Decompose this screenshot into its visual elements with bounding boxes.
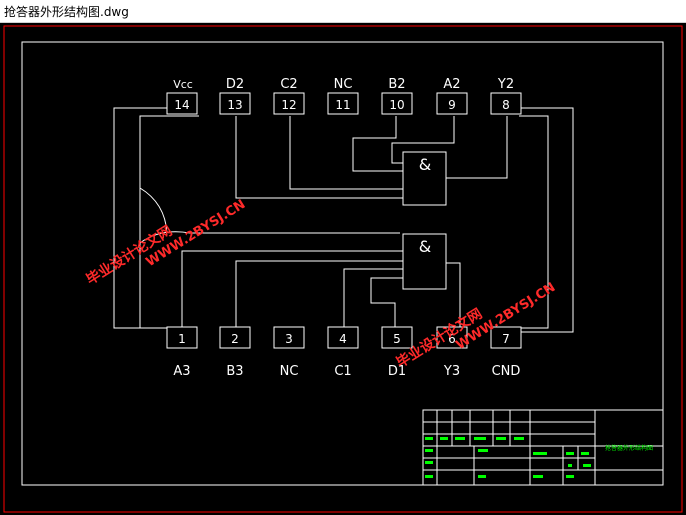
- pin-5-number: 5: [393, 332, 401, 346]
- drawing-canvas[interactable]: 14 13 12 11 10 9 8 Vcc D2 C2 NC B2 A2 Y2…: [0, 23, 686, 515]
- circuit-wires: [113, 107, 574, 333]
- pin-5-box: [381, 326, 413, 349]
- pin-1-number: 1: [178, 332, 186, 346]
- pin-8-label: Y2: [497, 77, 514, 92]
- pin-7-number: 7: [502, 332, 510, 346]
- pin-9-number: 9: [448, 98, 456, 112]
- window-title: 抢答器外形结构图.dwg: [4, 5, 129, 19]
- outer-border: [3, 25, 683, 513]
- watermark-right: 毕业设计论文网 WWW.2BYSJ.CN: [393, 280, 558, 371]
- bottom-pin-row: 1 2 3 4 5 6 7 A3 B3 NC C1 D1 Y3 CND: [166, 326, 522, 379]
- pin-4-box: [327, 326, 359, 349]
- pin-11-box: [327, 92, 359, 115]
- and-gate-1-symbol: &: [419, 155, 431, 174]
- watermark-left: 毕业设计论文网 WWW.2BYSJ.CN: [83, 197, 248, 288]
- pin-6-box: [436, 326, 468, 349]
- pin-2-label: B3: [226, 364, 243, 379]
- pin-7-label: CND: [492, 364, 521, 379]
- pin-1-box: [166, 326, 198, 349]
- pin-13-label: D2: [226, 77, 244, 92]
- drawing-svg: 14 13 12 11 10 9 8 Vcc D2 C2 NC B2 A2 Y2…: [3, 25, 683, 513]
- pin-11-number: 11: [335, 98, 350, 112]
- pin-4-number: 4: [339, 332, 347, 346]
- pin-8-box: [490, 92, 522, 115]
- top-pin-row: 14 13 12 11 10 9 8 Vcc D2 C2 NC B2 A2 Y2: [166, 77, 522, 115]
- pin-9-box: [436, 92, 468, 115]
- pin-6-number: 6: [448, 332, 456, 346]
- pin-7-box: [490, 326, 522, 349]
- title-block-drawing-title: 抢答器外形结构图: [605, 444, 653, 452]
- pin-14-number: 14: [174, 98, 189, 112]
- pin-9-label: A2: [443, 77, 460, 92]
- pin-12-label: C2: [280, 77, 297, 92]
- title-block-marks: [425, 437, 591, 478]
- pin-5-label: D1: [388, 364, 406, 379]
- pin-6-label: Y3: [443, 364, 460, 379]
- pin-10-number: 10: [389, 98, 404, 112]
- pin-13-number: 13: [227, 98, 242, 112]
- pin-12-number: 12: [281, 98, 296, 112]
- window-titlebar: 抢答器外形结构图.dwg: [0, 0, 686, 23]
- and-gate-2-symbol: &: [419, 237, 431, 256]
- pin-13-box: [219, 92, 251, 115]
- pin-11-label: NC: [334, 77, 353, 92]
- pin-14-box: [166, 92, 198, 115]
- pin-10-box: [381, 92, 413, 115]
- pin-4-label: C1: [334, 364, 351, 379]
- pin-14-label: Vcc: [173, 78, 193, 91]
- pin-2-number: 2: [231, 332, 239, 346]
- pin-1-label: A3: [173, 364, 190, 379]
- pin-12-box: [273, 92, 305, 115]
- inner-frame: [21, 41, 664, 486]
- title-block: [422, 409, 664, 486]
- pin-2-box: [219, 326, 251, 349]
- pin-10-label: B2: [388, 77, 405, 92]
- pin-8-number: 8: [502, 98, 510, 112]
- pin-3-label: NC: [280, 364, 299, 379]
- pin-3-box: [273, 326, 305, 349]
- pin-3-number: 3: [285, 332, 293, 346]
